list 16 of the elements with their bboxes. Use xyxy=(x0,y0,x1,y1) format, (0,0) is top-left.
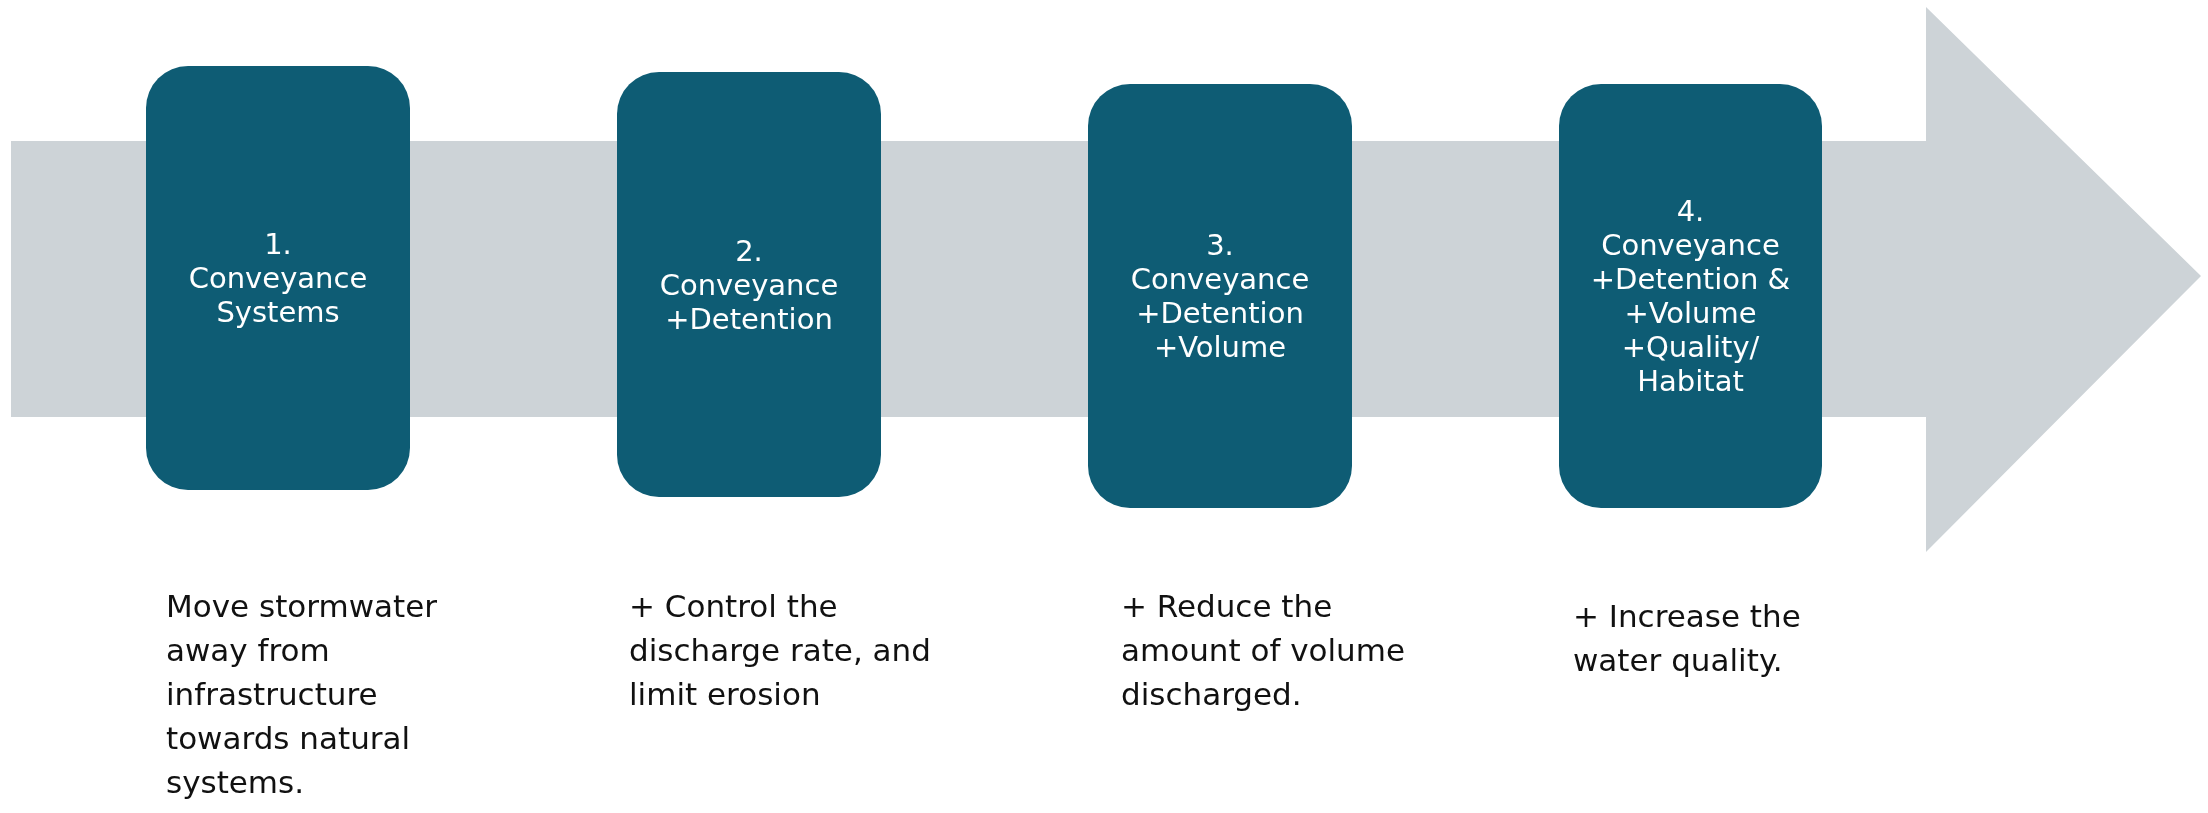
stage-box xyxy=(146,66,410,490)
stage-title: Conveyance Systems xyxy=(187,261,369,329)
step-number: 3. xyxy=(1206,228,1234,262)
stage-box xyxy=(1088,84,1352,508)
step-number: 2. xyxy=(735,233,763,268)
step-number: 1. xyxy=(264,227,292,261)
stage-box xyxy=(1559,84,1822,508)
step-number: 4. xyxy=(1676,194,1705,228)
stage-title: Conveyance +Detention +Volume xyxy=(1129,262,1311,364)
stage-title: Conveyance +Detention & +Volume +Quality/ Habitat xyxy=(1589,228,1792,398)
stage-title: Conveyance +Detention xyxy=(658,267,840,336)
stage-description: Move stormwater away from infrastructure towards natural systems. xyxy=(166,587,438,802)
stage-description: + Reduce the amount of volume discharged. xyxy=(1121,587,1407,714)
stage-description: + Control the discharge rate, and limit erosion xyxy=(629,587,932,714)
stage-box xyxy=(617,72,881,497)
stage-description: + Increase the water quality. xyxy=(1573,597,1802,680)
